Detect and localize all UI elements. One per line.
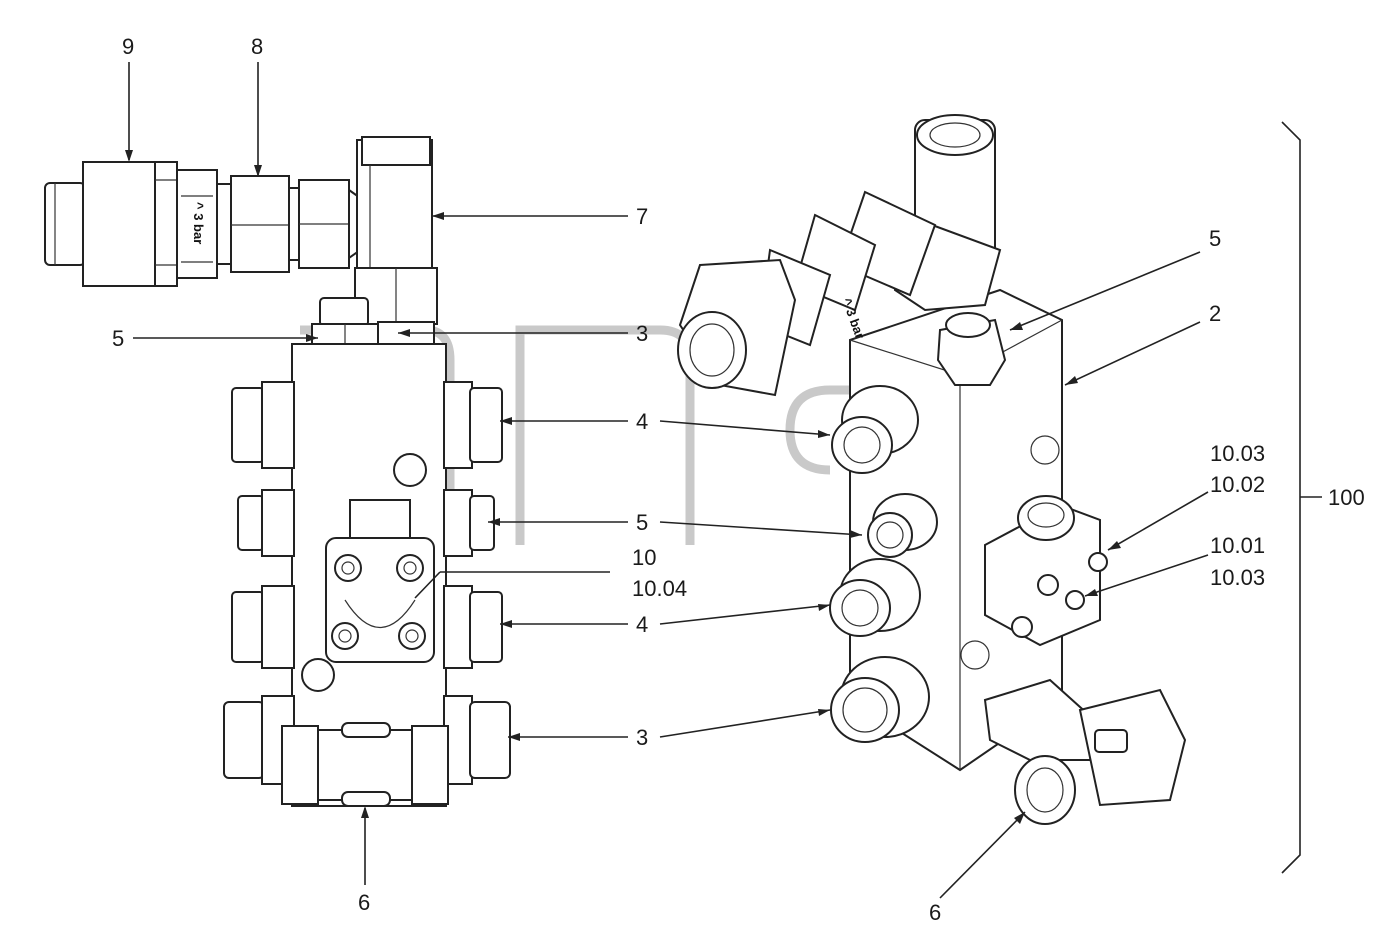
callout-100: 100	[1328, 485, 1365, 510]
callout-labels: 9 8 7 5 3 4 5 10 10.04 4 3 6 5 2 10.03 1…	[112, 34, 1365, 925]
callout-10: 10	[632, 545, 656, 570]
callout-5-mid: 5	[636, 510, 648, 535]
callout-10-03-b: 10.03	[1210, 565, 1265, 590]
callout-3-low: 3	[636, 725, 648, 750]
callout-10-03-a: 10.03	[1210, 441, 1265, 466]
leader-lines	[125, 62, 1322, 899]
callout-7: 7	[636, 204, 648, 229]
callout-6-right: 6	[929, 900, 941, 925]
left-manifold-block	[223, 297, 511, 807]
callout-10-04: 10.04	[632, 576, 687, 601]
callout-6-left: 6	[358, 890, 370, 915]
callout-3-top: 3	[636, 321, 648, 346]
callout-5-right: 5	[1209, 226, 1221, 251]
callout-10-01: 10.01	[1210, 533, 1265, 558]
callout-10-02: 10.02	[1210, 472, 1265, 497]
callout-4-top: 4	[636, 409, 648, 434]
right-valve-stamp: ^ 3 bar	[839, 296, 868, 341]
right-manifold-iso: ^ 3 bar	[677, 114, 1187, 825]
callout-9: 9	[122, 34, 134, 59]
callout-5-left-top: 5	[112, 326, 124, 351]
left-inlet-assembly: ^ 3 bar	[44, 136, 438, 325]
callout-8: 8	[251, 34, 263, 59]
left-valve-stamp: ^ 3 bar	[191, 202, 206, 244]
callout-2: 2	[1209, 301, 1221, 326]
callout-4-low: 4	[636, 612, 648, 637]
